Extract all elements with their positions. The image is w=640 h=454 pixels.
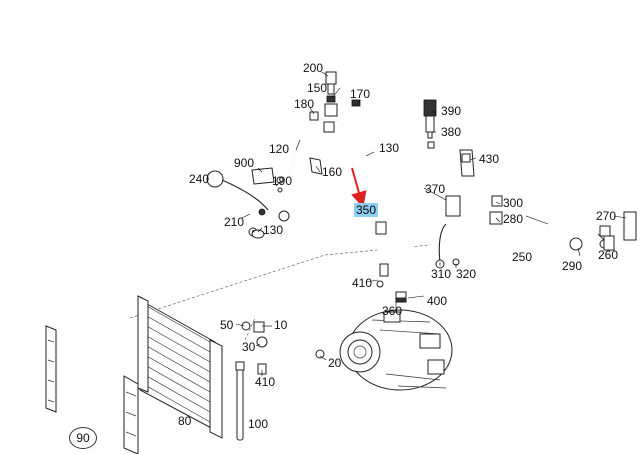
callout-130-lower[interactable]: 130 xyxy=(263,223,284,237)
callout-370[interactable]: 370 xyxy=(425,182,446,196)
callout-250[interactable]: 250 xyxy=(512,250,533,264)
callout-120[interactable]: 120 xyxy=(269,142,290,156)
callout-180[interactable]: 180 xyxy=(294,97,315,111)
callout-390[interactable]: 390 xyxy=(441,104,462,118)
callout-270[interactable]: 270 xyxy=(596,209,617,223)
callout-260[interactable]: 260 xyxy=(598,248,619,262)
callout-430[interactable]: 430 xyxy=(479,152,500,166)
callout-80[interactable]: 80 xyxy=(178,414,192,428)
refrigerant-line-350 xyxy=(375,154,437,303)
callout-90[interactable]: 90 xyxy=(69,427,97,449)
line-10 xyxy=(241,321,325,392)
callout-280[interactable]: 280 xyxy=(503,212,524,226)
callout-30[interactable]: 30 xyxy=(242,340,256,354)
callout-160[interactable]: 160 xyxy=(322,165,343,179)
service-valve xyxy=(423,99,437,149)
highlight-arrow xyxy=(351,167,367,208)
callout-350[interactable]: 350 xyxy=(354,203,379,217)
callout-170[interactable]: 170 xyxy=(350,87,371,101)
callout-200[interactable]: 200 xyxy=(303,61,324,75)
callout-320[interactable]: 320 xyxy=(456,267,477,281)
callout-400[interactable]: 400 xyxy=(427,294,448,308)
line-240 xyxy=(206,170,297,239)
callout-100[interactable]: 100 xyxy=(248,417,269,431)
callout-190[interactable]: 190 xyxy=(272,174,293,188)
callout-900[interactable]: 900 xyxy=(234,156,255,170)
hose-clamp-430 xyxy=(459,149,475,177)
side-bracket-left xyxy=(45,325,57,413)
callout-290[interactable]: 290 xyxy=(562,259,583,273)
assembly-guide-line xyxy=(244,317,256,341)
callout-50[interactable]: 50 xyxy=(220,318,234,332)
callout-240[interactable]: 240 xyxy=(189,172,210,186)
line-370 xyxy=(434,155,557,263)
callout-130-upper[interactable]: 130 xyxy=(379,141,400,155)
compressor xyxy=(339,309,453,391)
side-bracket-right xyxy=(123,375,139,454)
callout-300[interactable]: 300 xyxy=(503,196,524,210)
callout-10[interactable]: 10 xyxy=(274,318,288,332)
callout-410-lower[interactable]: 410 xyxy=(255,375,276,389)
receiver-drier xyxy=(235,361,245,441)
leader-lines xyxy=(235,71,627,376)
callout-360[interactable]: 360 xyxy=(382,304,403,318)
callout-210[interactable]: 210 xyxy=(224,215,245,229)
callout-150[interactable]: 150 xyxy=(307,81,328,95)
pressure-switch xyxy=(309,71,361,133)
callout-310[interactable]: 310 xyxy=(431,267,452,281)
bracket-900 xyxy=(251,167,284,193)
condenser xyxy=(137,295,223,439)
callout-410-upper[interactable]: 410 xyxy=(352,276,373,290)
line-250 xyxy=(495,211,637,251)
callout-20[interactable]: 20 xyxy=(328,356,342,370)
callout-380[interactable]: 380 xyxy=(441,125,462,139)
